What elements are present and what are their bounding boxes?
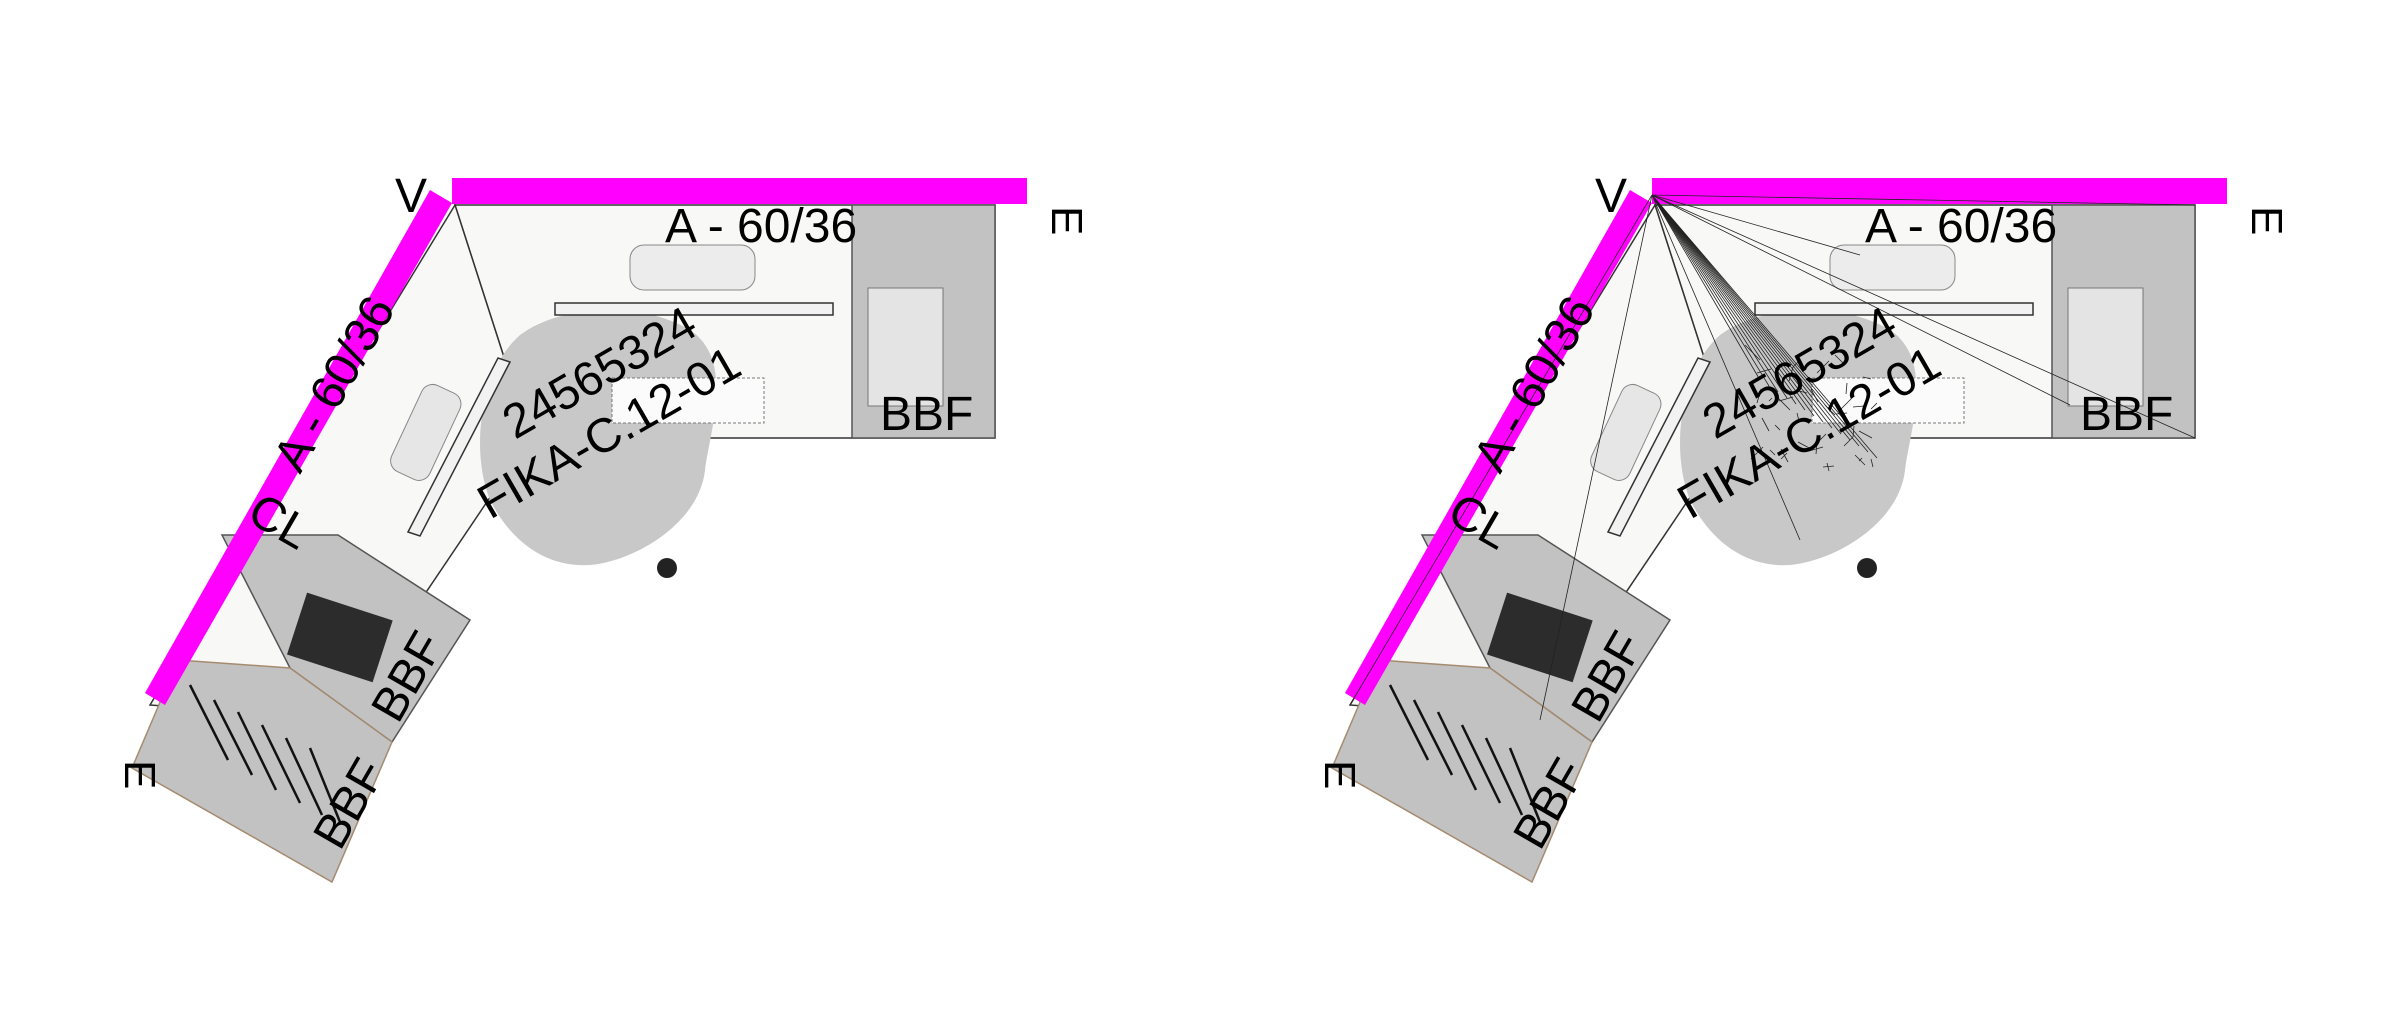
bbf-label-right: BBF	[2080, 388, 2173, 441]
worktop-label-top: A - 60/36	[1865, 200, 2057, 253]
corner-label-v: V	[395, 170, 427, 223]
corner-label-e-top: E	[2242, 206, 2291, 235]
corner-label-e-top: E	[1042, 206, 1091, 235]
worktop-label-top: A - 60/36	[665, 200, 857, 253]
corner-label-v: V	[1595, 170, 1627, 223]
corner-label-e-bottom: E	[1315, 760, 1364, 789]
wireframe-overlay	[1349, 194, 2196, 721]
corner-label-e-bottom: E	[115, 760, 164, 789]
bbf-label-right: BBF	[880, 388, 973, 441]
